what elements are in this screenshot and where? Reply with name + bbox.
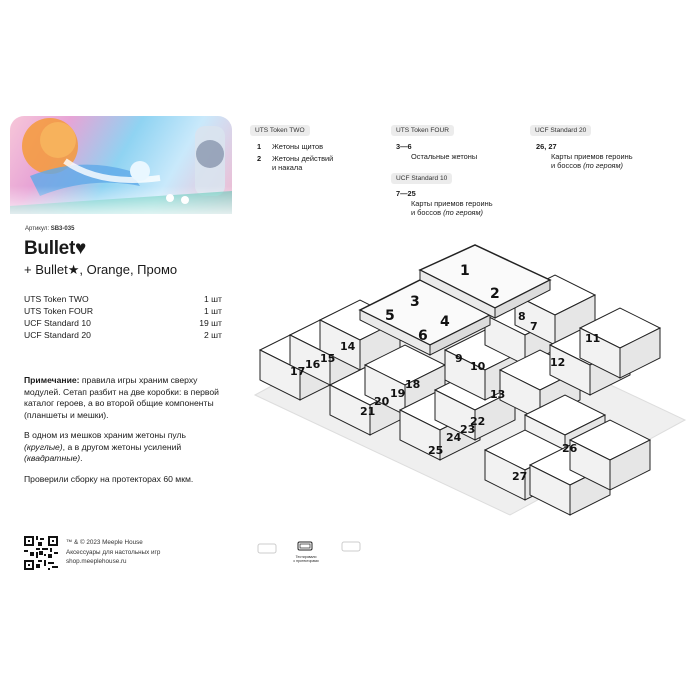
website-link[interactable]: shop.meeplehouse.ru xyxy=(66,558,127,565)
diagram-label: 13 xyxy=(490,388,505,401)
diagram-label: 11 xyxy=(585,332,600,345)
sku: Артикул: SB3-035 xyxy=(25,226,74,232)
diagram-label: 12 xyxy=(550,356,565,369)
diagram-label: 7 xyxy=(530,320,538,333)
diagram-label: 9 xyxy=(455,352,463,365)
note-paragraph: Проверили сборку на протекторах 60 мкм. xyxy=(24,473,194,484)
legend-group-ucf20: 26, 27 Карты приемов героинь и боссов (п… xyxy=(536,142,633,170)
legend-group-ucf10: 7—25 Карты приемов героинь и боссов (по … xyxy=(396,189,493,217)
copyright: ™ & © 2023 Meeple House xyxy=(66,539,143,546)
badge-icon-right xyxy=(341,541,361,552)
diagram-label: 27 xyxy=(512,470,527,483)
diagram-label: 6 xyxy=(418,328,428,344)
diagram-label: 8 xyxy=(518,310,526,323)
diagram-label: 26 xyxy=(562,442,578,455)
sku-label: Артикул: xyxy=(25,226,50,232)
diagram-label: 18 xyxy=(405,378,420,391)
qr-code-icon xyxy=(24,536,58,570)
token-tray-four xyxy=(358,279,492,356)
diagram-label: 21 xyxy=(360,405,375,418)
protector-icon xyxy=(297,541,313,551)
product-title: Bullet♥ xyxy=(24,238,86,259)
legend-header-uts-four: UTS Token FOUR xyxy=(391,125,455,136)
diagram-label: 1 xyxy=(460,263,470,279)
diagram-label: 19 xyxy=(390,387,405,400)
note-paragraph: В одном из мешков храним жетоны пуль (кр… xyxy=(24,430,186,463)
sku-value: SB3-035 xyxy=(50,226,75,232)
diagram-label: 23 xyxy=(460,423,475,436)
diagram-label: 15 xyxy=(320,352,335,365)
legend-header-ucf20: UCF Standard 20 xyxy=(530,125,592,136)
diagram-label: 10 xyxy=(470,360,486,373)
legend-group-uts-four: 3—6 Остальные жетоны xyxy=(396,142,478,161)
diagram-label: 3 xyxy=(410,294,420,310)
footer: ™ & © 2023 Meeple House Аксессуары для н… xyxy=(66,538,160,567)
diagram-label: 5 xyxy=(385,308,395,324)
legend-header-ucf10: UCF Standard 10 xyxy=(391,173,453,184)
company-tagline: Аксессуары для настольных игр xyxy=(66,548,161,556)
token-tray-two xyxy=(418,244,552,319)
tested-badge: Тестировали с протекторами xyxy=(293,555,319,563)
diagram-label: 14 xyxy=(340,340,356,353)
legend-header-uts-two: UTS Token TWO xyxy=(250,125,310,136)
diagram-label: 24 xyxy=(446,431,462,444)
note-paragraph: Примечание: правила игры храним сверху м… xyxy=(24,375,219,420)
product-subtitle: + Bullet★, Orange, Промо xyxy=(24,262,178,277)
diagram-label: 17 xyxy=(290,365,305,378)
diagram-label: 20 xyxy=(374,395,390,408)
organizer-diagram: 1 2 3 4 5 6 7 8 9 10 11 12 13 14 15 16 1… xyxy=(253,244,687,516)
diagram-label: 22 xyxy=(470,415,485,428)
notes: Примечание: правила игры храним сверху м… xyxy=(24,375,224,494)
product-card xyxy=(10,116,232,268)
diagram-label: 16 xyxy=(305,358,321,371)
diagram-label: 25 xyxy=(428,444,443,457)
diagram-label: 4 xyxy=(440,314,450,330)
diagram-label: 2 xyxy=(490,286,500,302)
art-fade xyxy=(10,186,232,268)
badge-icon-left xyxy=(257,543,277,554)
